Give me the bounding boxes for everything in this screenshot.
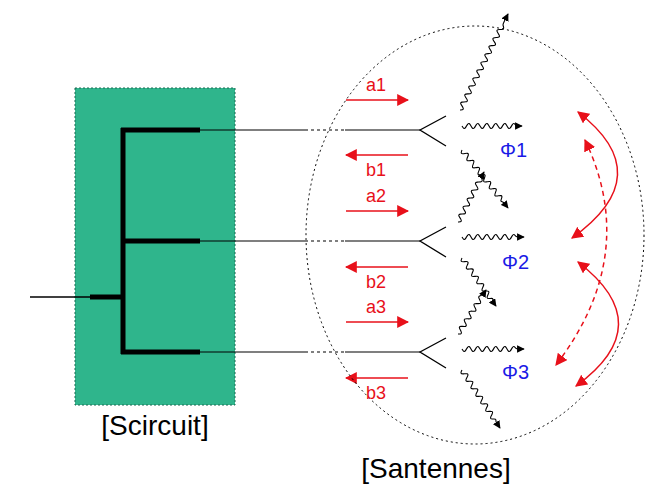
- circuit-block: [Scircuit]: [75, 88, 235, 405]
- flux-label: Φ2: [502, 252, 529, 272]
- wave-label: b2: [366, 273, 386, 291]
- radiated-wave: [461, 370, 500, 428]
- antenna-symbols: [420, 116, 446, 368]
- wave-label: a2: [366, 187, 386, 205]
- radiated-wave: [462, 346, 524, 351]
- region-outline: [305, 25, 645, 445]
- flux-label: Φ3: [502, 362, 529, 382]
- feed-tree: [30, 128, 420, 354]
- antenna-region: [Santennes]: [305, 25, 645, 445]
- radiated-wave: [460, 14, 508, 110]
- radiated-wave: [462, 123, 522, 128]
- dashed-ellipse: [306, 26, 644, 444]
- wave-label: b3: [366, 384, 386, 402]
- radiated-wave: [461, 258, 496, 306]
- radiated-wave: [462, 234, 524, 239]
- radiated-wave: [458, 290, 486, 334]
- coupling-arrows: [556, 112, 619, 386]
- wave-label: a1: [366, 76, 386, 94]
- matrix-label: [Santennes]: [226, 453, 646, 485]
- circuit-box: [75, 88, 235, 405]
- matrix-label: [Scircuit]: [35, 410, 275, 442]
- wave-label: a3: [366, 298, 386, 316]
- wave-label: b1: [366, 161, 386, 179]
- radiated-wave: [458, 172, 484, 222]
- wave-arrows: [346, 100, 408, 378]
- flux-label: Φ1: [500, 140, 527, 160]
